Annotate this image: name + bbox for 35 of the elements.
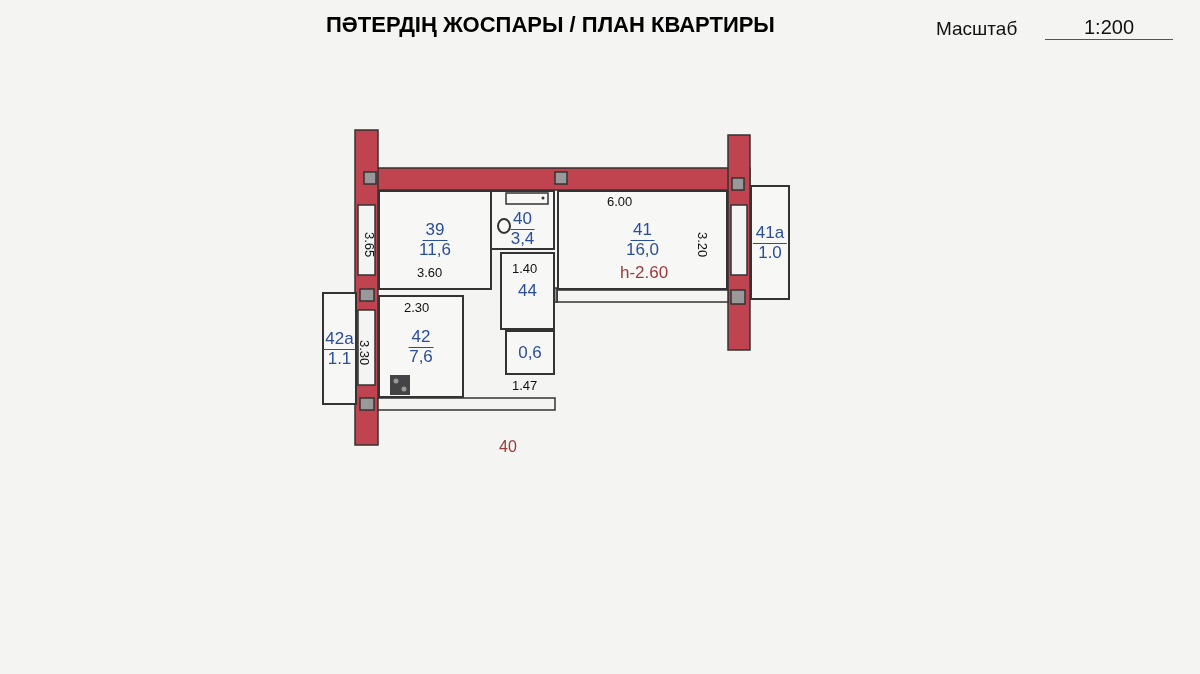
ceiling-height-label: h-2.60: [620, 263, 669, 283]
room-outline: [378, 190, 492, 290]
dimension-label: 3.20: [695, 232, 710, 258]
room-number: 41а: [752, 222, 788, 244]
room-outline: [505, 330, 555, 375]
room-number: 40: [510, 209, 535, 230]
room-outline: [322, 292, 357, 405]
dimension-label: 3.60: [417, 265, 443, 280]
room-area: 16,0: [625, 240, 660, 260]
dimension-label: 6.00: [607, 194, 633, 209]
room-area: 1.0: [758, 242, 782, 263]
dimension-label: 2.30: [404, 300, 430, 315]
room-number: 42а: [322, 328, 357, 350]
room-area: 11,6: [419, 240, 451, 260]
room-number: 0,6: [518, 342, 542, 363]
floor-number: 40: [499, 438, 517, 456]
room-number: 42: [408, 326, 434, 348]
dimension-label: 1.47: [512, 378, 538, 393]
room-outline: [750, 185, 790, 300]
room-number: 41: [630, 220, 655, 241]
dimension-label: 3.65: [362, 232, 377, 258]
room-outline: [500, 252, 555, 330]
scale-value: 1:200: [1045, 16, 1173, 40]
room-outline: [557, 190, 728, 290]
room-number: 39: [422, 220, 448, 241]
room-area: 1.1: [327, 348, 352, 369]
room-area: 7,6: [409, 346, 433, 367]
room-outline: [378, 295, 464, 398]
room-area: 3,4: [510, 229, 535, 249]
room-outline: [490, 190, 555, 250]
page-title: ПӘТЕРДІҢ ЖОСПАРЫ / ПЛАН КВАРТИРЫ: [325, 12, 775, 38]
scale-label: Масштаб: [936, 18, 1018, 40]
dimension-label: 3.30: [357, 340, 372, 366]
room-number: 44: [518, 281, 537, 301]
dimension-label: 1.40: [512, 261, 538, 276]
